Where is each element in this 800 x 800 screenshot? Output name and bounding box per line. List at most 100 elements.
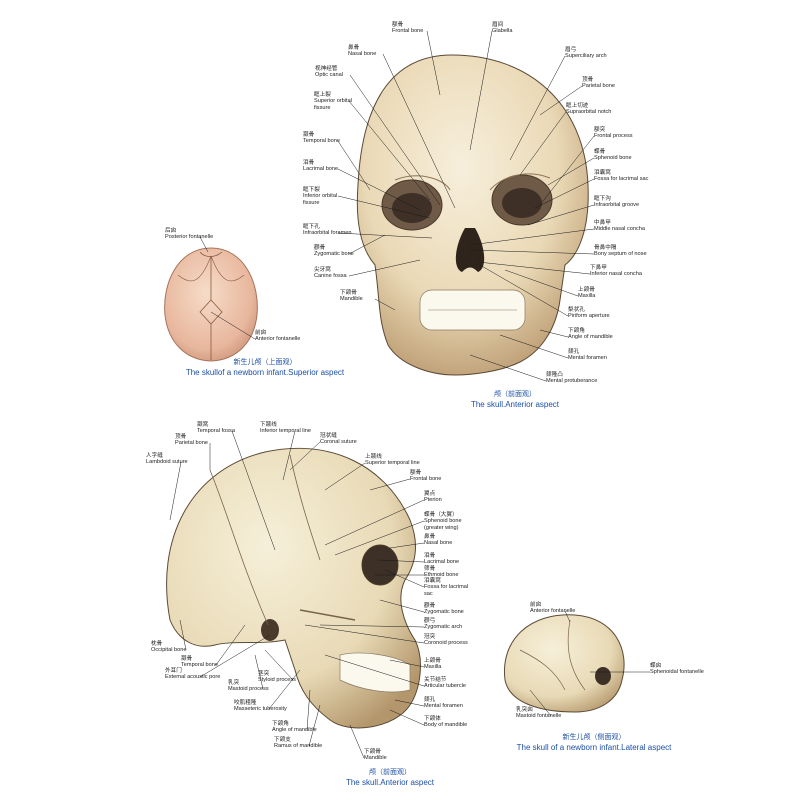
label-zh: 下颌体 — [424, 716, 441, 722]
label-en: Zygomatic arch — [424, 624, 463, 631]
label-zh: 咬肌粗隆 — [234, 700, 257, 706]
label-zh: 乳突 — [228, 680, 240, 686]
label-en: Infraorbital groove — [594, 202, 640, 209]
leader-line — [377, 559, 425, 563]
leader-line — [374, 298, 396, 311]
label-zh: 蝶骨（大翼） — [424, 512, 458, 518]
caption-zh: 新生儿颅（侧面观） — [562, 734, 626, 741]
leader-line — [479, 264, 569, 317]
leader-line — [389, 709, 425, 726]
label-en: Inferior orbital fissure — [303, 193, 338, 206]
leader-line — [509, 55, 566, 161]
leader-line — [337, 232, 433, 239]
label-zh: 茎突 — [258, 671, 270, 677]
label-en: Optic canal — [315, 72, 343, 79]
leader-line — [254, 654, 264, 690]
label-en: Frontal bone — [392, 28, 424, 35]
label-zh: 上颌骨 — [578, 287, 595, 293]
leader-line — [268, 669, 301, 710]
label-zh: 额骨 — [392, 22, 404, 28]
caption-newborn-lateral: 新生儿颅（侧面观） The skull of a newborn infant.… — [484, 733, 704, 753]
caption-zh: 颅（前面观） — [369, 769, 411, 776]
label-zh: 下颌支 — [274, 737, 291, 743]
label-zh: 眉间 — [492, 22, 504, 28]
label-zh: 额突 — [594, 127, 606, 133]
anterior-skull — [356, 54, 589, 376]
label-en: Parietal bone — [175, 440, 208, 447]
newborn-superior-skull — [164, 247, 258, 362]
label-zh: 筛骨 — [424, 566, 436, 572]
label-en: Zygomatic bone — [314, 251, 354, 258]
label-en: Middle nasal concha — [594, 226, 645, 233]
leader-line — [210, 311, 256, 340]
label-zh: 眶下沟 — [594, 196, 611, 202]
leader-line — [289, 441, 321, 471]
caption-newborn-superior: 新生儿颅（上面观） The skullof a newborn infant.S… — [165, 358, 365, 378]
label-en: Lacrimal bone — [303, 166, 339, 173]
leader-line — [469, 354, 547, 382]
caption-zh: 颅（前面观） — [494, 391, 536, 398]
leader-line — [426, 30, 441, 96]
label-en: Angle of mandible — [272, 727, 317, 734]
label-zh: 颞窝 — [197, 422, 209, 428]
leader-line — [282, 430, 296, 481]
leader-line — [379, 599, 425, 613]
label-zh: 眶上切迹 — [566, 103, 589, 109]
label-zh: 鼻骨 — [348, 45, 360, 51]
label-en: Temporal bone — [303, 138, 341, 145]
label-en: Canine fossa — [314, 273, 347, 280]
leader-line — [334, 520, 425, 556]
label-en: Mastoid process — [228, 686, 269, 693]
label-zh: 蝶囟 — [650, 663, 662, 669]
leader-line — [348, 234, 386, 255]
label-en: Occipital bone — [151, 647, 187, 654]
label-zh: 中鼻甲 — [594, 220, 611, 226]
label-en: Inferior temporal line — [260, 428, 311, 435]
leader-line — [369, 478, 411, 491]
leader-line — [469, 228, 595, 246]
leader-line — [547, 157, 595, 186]
newborn-lateral-skull — [503, 614, 625, 713]
leader-line — [324, 654, 425, 687]
leader-line — [349, 724, 365, 759]
label-zh: 人字缝 — [146, 453, 163, 459]
leader-line — [337, 195, 431, 219]
label-zh: 顶骨 — [582, 77, 594, 83]
leader-line — [534, 178, 595, 209]
label-en: Sphenoid bone — [594, 155, 632, 162]
label-zh: 冠状缝 — [320, 433, 337, 439]
label-en: Masseteric tuberosity — [234, 706, 287, 713]
label-zh: 顶骨 — [175, 434, 187, 440]
leader-line — [337, 168, 421, 211]
leader-line — [199, 236, 209, 253]
label-en: Angle of mandible — [568, 334, 613, 341]
caption-zh: 新生儿颅（上面观） — [233, 359, 297, 366]
label-zh: 颧骨 — [424, 603, 436, 609]
label-zh: 眶上裂 — [314, 92, 331, 98]
